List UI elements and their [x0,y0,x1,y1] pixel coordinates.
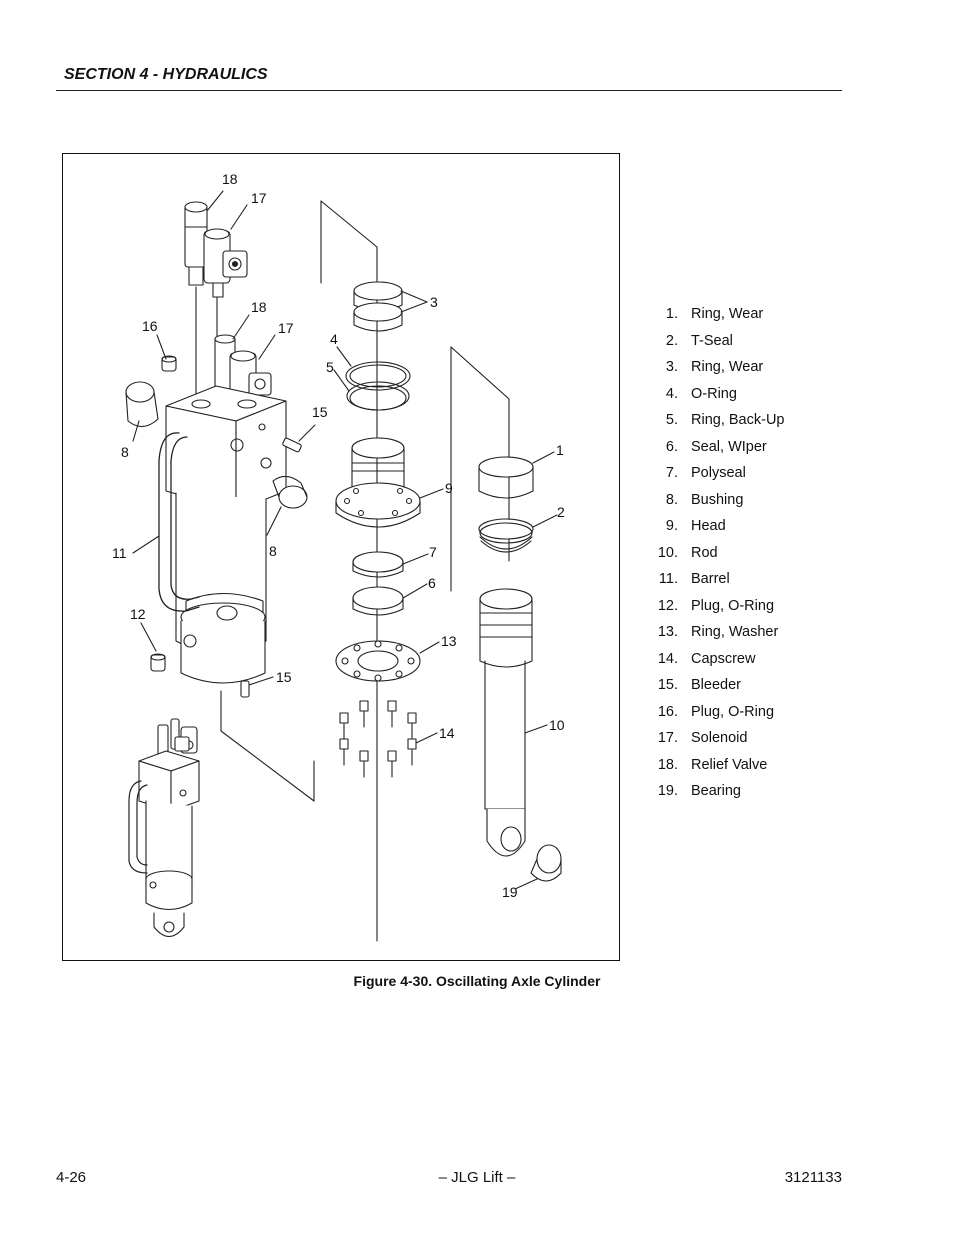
part-number: 4. [665,385,678,402]
part-number: 6. [665,438,678,455]
callout-3: 3 [430,294,438,310]
callout-15-lower: 15 [276,669,292,685]
callout-11: 11 [112,545,127,561]
callout-1: 1 [556,442,564,458]
callout-13: 13 [441,633,457,649]
callout-16: 16 [142,318,158,334]
parts-list-item: 10. Rod [650,544,718,572]
callout-19: 19 [502,884,518,900]
parts-list-item: 11. Barrel [650,571,730,598]
part-number: 16. [657,703,678,720]
part-number: 3. [665,359,678,375]
parts-list-item: 3. Ring, Wear [650,359,763,386]
parts-list: 1. Ring, Wear 2. T-Seal 3. Ring, Wear 4. O-R… [650,306,785,810]
part-number: 11. [658,571,678,587]
callout-4: 4 [330,331,338,347]
part-number: 12. [657,597,678,614]
header-rule [56,90,842,91]
part-number: 1. [665,306,678,322]
callout-8-right: 8 [269,543,277,559]
part-name: Ring, Washer [691,624,779,640]
callout-8-left: 8 [121,444,129,460]
part-name: O-Ring [691,385,737,402]
section-title: SECTION 4 - HYDRAULICS [64,66,268,83]
parts-list-item: 18. Relief Valve [650,756,767,784]
callout-17-upper: 17 [251,190,267,206]
parts-list-item: 12. Plug, O-Ring [650,597,774,625]
callout-18-lower: 18 [251,299,267,315]
part-number: 19. [657,783,678,799]
callout-14: 14 [439,725,455,741]
page-number: 4-26 [56,1169,87,1186]
part-number: 18. [657,756,678,773]
part-name: Rod [691,544,718,561]
callout-9: 9 [445,480,453,496]
part-number: 17. [657,730,678,746]
callout-12: 12 [130,606,146,622]
figure-box: 18 17 18 17 16 15 8 8 11 12 15 4 5 3 9 7… [62,153,620,961]
part-name: Seal, WIper [691,438,767,455]
parts-list-item: 1. Ring, Wear [650,306,763,333]
parts-list-item: 19. Bearing [650,783,741,810]
part-name: Polyseal [691,465,746,481]
parts-list-item: 17. Solenoid [650,730,748,757]
callout-5: 5 [326,359,334,375]
parts-list-item: 5. Ring, Back-Up [650,412,785,439]
part-name: Plug, O-Ring [691,703,775,720]
part-name: Head [691,518,726,534]
callout-2: 2 [557,504,565,520]
part-number: 7. [665,465,678,481]
document-number: 3121133 [784,1169,842,1186]
part-number: 15. [657,677,678,693]
part-name: Bearing [691,783,741,799]
footer-center-text: – JLG Lift – [438,1169,516,1186]
callout-6: 6 [428,575,436,591]
oscillating-axle-cylinder-drawing: 18 17 18 17 16 15 8 8 11 12 15 4 5 3 9 7… [112,171,565,942]
part-number: 8. [665,491,678,508]
parts-list-item: 15. Bleeder [650,677,741,704]
parts-list-item: 2. T-Seal [650,332,733,360]
parts-list-item: 4. O-Ring [650,385,737,413]
part-number: 2. [665,332,678,349]
part-name: Ring, Wear [691,306,764,322]
part-number: 10. [657,544,678,561]
part-name: Ring, Back-Up [691,412,785,428]
part-number: 13. [657,624,678,640]
part-name: T-Seal [691,332,733,349]
parts-list-item: 9. Head [650,518,726,545]
callout-7: 7 [429,544,437,560]
parts-list-item: 14. Capscrew [650,650,756,678]
part-name: Plug, O-Ring [691,597,775,614]
parts-list-item: 13. Ring, Washer [650,624,778,651]
callout-15-upper: 15 [312,404,328,420]
part-name: Solenoid [691,730,748,746]
part-name: Barrel [691,571,730,587]
part-name: Ring, Wear [691,359,764,375]
part-name: Bushing [691,491,744,508]
parts-list-item: 16. Plug, O-Ring [650,703,774,731]
parts-list-item: 6. Seal, WIper [650,438,767,466]
figure-caption: Figure 4-30. Oscillating Axle Cylinder [353,973,601,989]
part-name: Relief Valve [691,756,768,773]
callout-10: 10 [549,717,565,733]
part-number: 14. [657,650,678,667]
callout-17-lower: 17 [278,320,294,336]
callout-18-upper: 18 [222,171,238,187]
part-name: Capscrew [691,650,756,667]
part-number: 9. [665,518,678,534]
part-number: 5. [665,412,678,428]
parts-list-item: 7. Polyseal [650,465,746,492]
part-name: Bleeder [691,677,741,693]
parts-list-item: 8. Bushing [650,491,744,519]
